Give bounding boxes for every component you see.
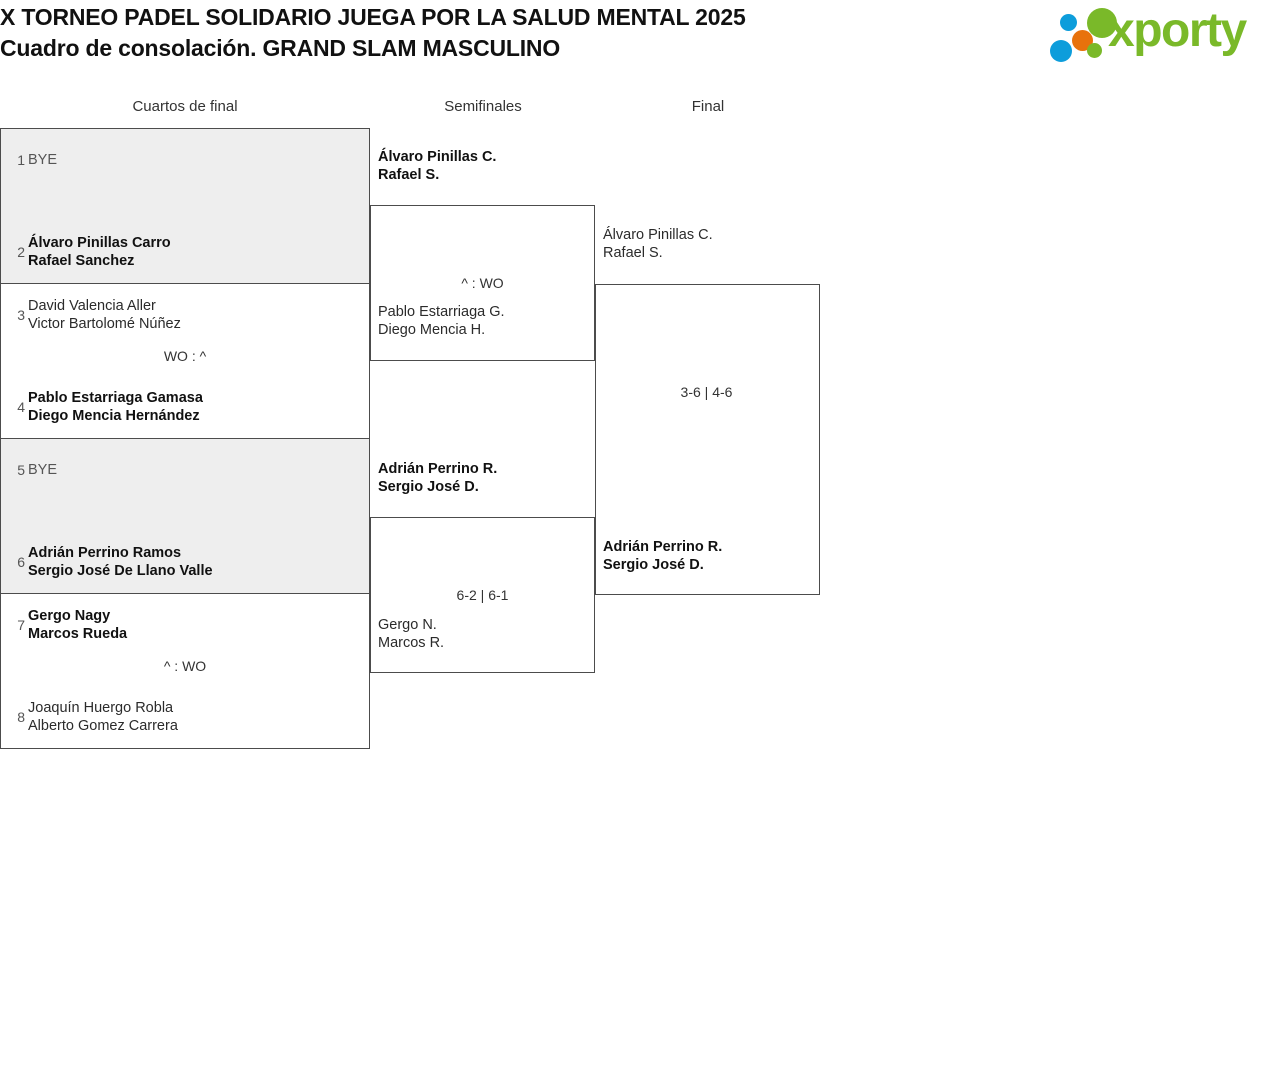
player-2: Sergio José De Llano Valle: [28, 563, 213, 579]
final-team-top[interactable]: Álvaro Pinillas C. Rafael S.: [603, 226, 818, 262]
player-1: Gergo Nagy: [28, 608, 111, 624]
quarterfinal-match-4[interactable]: 7 Gergo Nagy Marcos Rueda ^ : WO 8 Joaqu…: [0, 593, 370, 749]
player-2: Diego Mencia Hernández: [28, 408, 200, 424]
player-1: Adrián Perrino Ramos: [28, 545, 182, 561]
seed-number: 1: [17, 152, 25, 168]
player-2: Sergio José D.: [603, 557, 704, 573]
semifinal-match-1[interactable]: ^ : WO: [370, 205, 595, 361]
seed-number: 2: [17, 244, 25, 260]
final-match-score: 3-6 | 4-6: [680, 384, 733, 400]
player-1: BYE: [28, 462, 58, 478]
round-header-final: Final: [691, 98, 725, 115]
logo-dot-green-small: [1087, 43, 1102, 58]
logo-dot-blue-large: [1050, 40, 1072, 62]
player-2: Marcos R.: [378, 635, 445, 651]
player-2: Rafael S.: [603, 245, 663, 261]
quarterfinal-match-3[interactable]: 5 BYE 6 Adrián Perrino Ramos Sergio José…: [0, 438, 370, 594]
player-1: Adrián Perrino R.: [603, 539, 723, 555]
match-slot-bottom[interactable]: 4 Pablo Estarriaga Gamasa Diego Mencia H…: [1, 384, 369, 430]
page-header: X TORNEO PADEL SOLIDARIO JUEGA POR LA SA…: [0, 0, 1280, 88]
final-match[interactable]: [595, 284, 820, 595]
player-2: Rafael S.: [378, 167, 440, 183]
match-slot-bottom[interactable]: 6 Adrián Perrino Ramos Sergio José De Ll…: [1, 539, 369, 585]
player-2: Marcos Rueda: [28, 626, 128, 642]
round-header-semifinals: Semifinales: [444, 98, 522, 115]
seed-number: 6: [17, 554, 25, 570]
semifinal-2-team-bottom[interactable]: Gergo N. Marcos R.: [378, 616, 593, 652]
player-2: Sergio José D.: [378, 479, 479, 495]
match-score: 6-2 | 6-1: [456, 587, 509, 603]
team-name: Joaquín Huergo Robla Alberto Gomez Carre…: [28, 694, 358, 740]
seed-number: 5: [17, 462, 25, 478]
round-header-quarterfinals: Cuartos de final: [132, 98, 238, 115]
logo-dot-blue-small: [1060, 14, 1077, 31]
match-score: ^ : WO: [461, 275, 504, 291]
seed-number: 3: [17, 307, 25, 323]
team-name: David Valencia Aller Victor Bartolomé Nú…: [28, 292, 358, 338]
match-slot-top[interactable]: 5 BYE: [1, 447, 369, 493]
player-2: Diego Mencia H.: [378, 322, 486, 338]
match-slot-bottom[interactable]: 2 Álvaro Pinillas Carro Rafael Sanchez: [1, 229, 369, 275]
team-name: Gergo Nagy Marcos Rueda: [28, 602, 358, 648]
player-1: Pablo Estarriaga Gamasa: [28, 390, 203, 406]
player-2: Victor Bartolomé Núñez: [28, 316, 181, 332]
match-slot-bottom[interactable]: 8 Joaquín Huergo Robla Alberto Gomez Car…: [1, 694, 369, 740]
match-slot-top[interactable]: 1 BYE: [1, 137, 369, 183]
match-slot-top[interactable]: 7 Gergo Nagy Marcos Rueda: [1, 602, 369, 648]
team-name: Pablo Estarriaga Gamasa Diego Mencia Her…: [28, 384, 358, 430]
team-name: Adrián Perrino Ramos Sergio José De Llan…: [28, 539, 358, 585]
semifinal-1-team-bottom[interactable]: Pablo Estarriaga G. Diego Mencia H.: [378, 303, 593, 339]
semifinal-match-2[interactable]: 6-2 | 6-1: [370, 517, 595, 673]
final-team-bottom[interactable]: Adrián Perrino R. Sergio José D.: [603, 538, 818, 574]
match-score: ^ : WO: [163, 658, 207, 674]
seed-number: 4: [17, 399, 25, 415]
player-1: David Valencia Aller: [28, 298, 156, 314]
player-1: Joaquín Huergo Robla: [28, 700, 174, 716]
logo-wordmark: xporty: [1108, 4, 1247, 57]
player-1: Adrián Perrino R.: [378, 461, 498, 477]
logo-dots-icon: [1042, 8, 1122, 62]
player-1: Álvaro Pinillas C.: [603, 227, 713, 243]
player-1: Álvaro Pinillas C.: [378, 149, 497, 165]
quarterfinal-match-1[interactable]: 1 BYE 2 Álvaro Pinillas Carro Rafael San…: [0, 128, 370, 284]
player-1: Gergo N.: [378, 617, 437, 633]
logo-dot-green-large: [1087, 8, 1117, 38]
title-line-2: Cuadro de consolación. GRAND SLAM MASCUL…: [0, 35, 561, 61]
team-name: BYE: [28, 447, 358, 493]
title-line-1: X TORNEO PADEL SOLIDARIO JUEGA POR LA SA…: [0, 4, 746, 30]
team-name: Álvaro Pinillas Carro Rafael Sanchez: [28, 229, 358, 275]
player-1: BYE: [28, 152, 58, 168]
seed-number: 8: [17, 709, 25, 725]
player-2: Rafael Sanchez: [28, 253, 135, 269]
match-slot-top[interactable]: 3 David Valencia Aller Victor Bartolomé …: [1, 292, 369, 338]
seed-number: 7: [17, 617, 25, 633]
match-score: WO : ^: [163, 348, 207, 364]
xporty-logo[interactable]: xporty: [1042, 4, 1276, 64]
player-1: Pablo Estarriaga G.: [378, 304, 505, 320]
quarterfinal-match-2[interactable]: 3 David Valencia Aller Victor Bartolomé …: [0, 283, 370, 439]
team-name: BYE: [28, 137, 358, 183]
page-title: X TORNEO PADEL SOLIDARIO JUEGA POR LA SA…: [0, 2, 1000, 64]
player-2: Alberto Gomez Carrera: [28, 718, 178, 734]
semifinal-1-team-top[interactable]: Álvaro Pinillas C. Rafael S.: [378, 148, 593, 184]
player-1: Álvaro Pinillas Carro: [28, 235, 171, 251]
semifinal-2-team-top[interactable]: Adrián Perrino R. Sergio José D.: [378, 460, 593, 496]
